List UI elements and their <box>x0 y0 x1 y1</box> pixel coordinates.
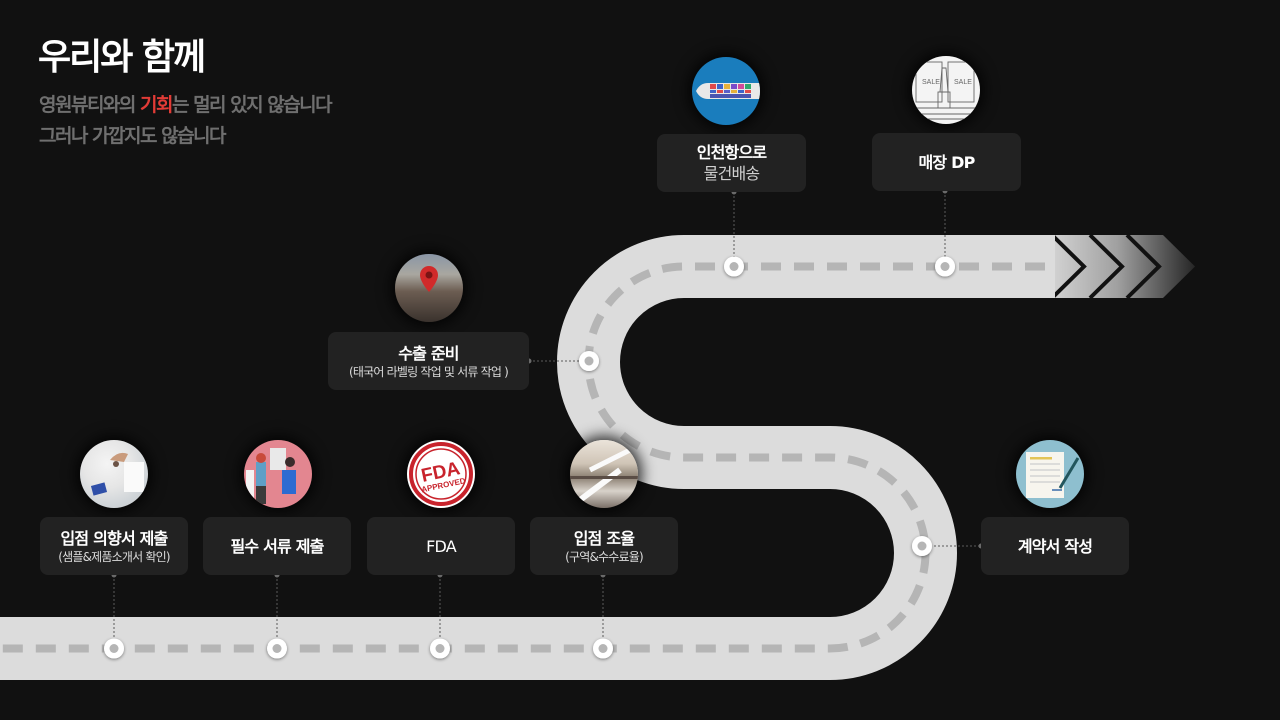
svg-text:SALE: SALE <box>922 79 940 86</box>
milestone-dots <box>104 256 955 659</box>
milestone-dot <box>104 638 124 659</box>
step-box-store-dp: 매장 DP <box>872 133 1021 191</box>
milestone-dot <box>912 536 932 556</box>
road-path <box>0 235 1055 680</box>
step-title: 입점 조율 <box>573 528 635 548</box>
svg-text:SALE: SALE <box>954 79 972 86</box>
step-subtitle: (구역&수수료율) <box>565 549 644 564</box>
contract-pen-icon <box>1016 440 1084 508</box>
step-box-export-prep: 수출 준비 (태국어 라벨링 작업 및 서류 작업 ) <box>328 332 529 390</box>
milestone-dot <box>579 351 599 371</box>
step-title: FDA <box>426 536 457 556</box>
step-box-fda: FDA <box>367 517 515 575</box>
page-subtitle: 영원뷰티와의 기회는 멀리 있지 않습니다 그러나 가깝지도 않습니다 <box>39 90 333 152</box>
step-title: 필수 서류 제출 <box>230 536 324 556</box>
people-carrying-papers-icon <box>244 440 312 508</box>
subtitle-line-2: 그러나 가깝지도 않습니다 <box>39 125 227 147</box>
step-box-shipping-incheon: 인천항으로 물건배송 <box>657 134 806 192</box>
store-display-sketch-icon: SALE SALE <box>912 56 980 124</box>
subtitle-line-1: 영원뷰티와의 기회는 멀리 있지 않습니다 <box>39 90 333 121</box>
step-subtitle: (샘플&제품소개서 확인) <box>58 549 170 564</box>
milestone-dot <box>724 256 744 277</box>
step-box-store-negotiation: 입점 조율 (구역&수수료율) <box>530 517 678 575</box>
road-arrow-head <box>1040 233 1195 300</box>
step-title: 매장 DP <box>918 152 975 172</box>
subtitle-text: 는 멀리 있지 않습니다 <box>171 94 333 116</box>
step-subtitle: 물건배송 <box>703 164 760 183</box>
cargo-ship-icon <box>692 57 760 125</box>
step-box-required-documents: 필수 서류 제출 <box>203 517 351 575</box>
milestone-dot <box>593 638 613 659</box>
milestone-dot <box>267 638 287 659</box>
city-location-pin-icon <box>395 254 463 322</box>
subtitle-accent: 기회 <box>140 94 173 116</box>
page-title: 우리와 함께 <box>38 37 206 78</box>
step-subtitle: (태국어 라벨링 작업 및 서류 작업 ) <box>349 364 509 379</box>
step-title: 인천항으로 <box>696 143 767 162</box>
step-box-contract: 계약서 작성 <box>981 517 1129 575</box>
step-box-letter-of-intent: 입점 의향서 제출 (샘플&제품소개서 확인) <box>40 517 188 575</box>
milestone-dot <box>935 256 955 277</box>
documents-desk-photo-icon <box>80 440 148 508</box>
step-title: 수출 준비 <box>398 343 459 363</box>
road-center-dashes <box>0 262 1045 653</box>
step-title: 계약서 작성 <box>1017 536 1093 556</box>
shopping-mall-photo-icon <box>570 440 638 508</box>
step-title: 입점 의향서 제출 <box>60 528 169 548</box>
milestone-dot <box>430 638 450 659</box>
subtitle-text: 영원뷰티와의 <box>39 94 140 116</box>
